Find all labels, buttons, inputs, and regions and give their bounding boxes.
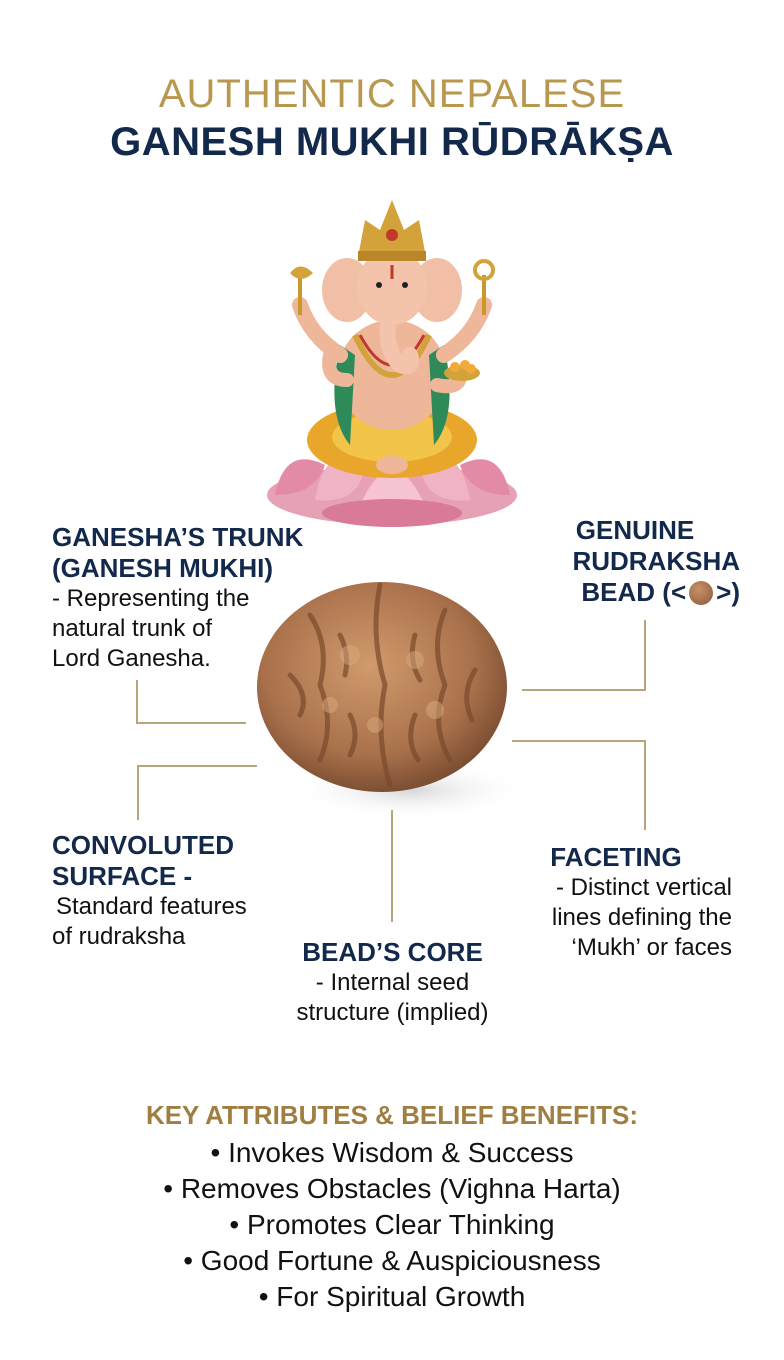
- faceting-label-desc-1: - Distinct vertical: [555, 874, 732, 901]
- benefit-item: • Good Fortune & Auspiciousness: [183, 1245, 601, 1276]
- faceting-label-heading: FACETING: [550, 842, 682, 872]
- core-connector-vertical: [391, 810, 393, 922]
- genuine-label-suffix: >): [716, 577, 740, 607]
- convoluted-label-heading-2: SURFACE -: [52, 861, 193, 891]
- key-attributes-heading: KEY ATTRIBUTES & BELIEF BENEFITS:: [145, 1100, 639, 1130]
- trunk-label: GANESHA’S TRUNK (GANESH MUKHI) - Represe…: [52, 522, 303, 674]
- title-line-2: GANESH MUKHI RŪDRĀKṢA: [110, 120, 674, 164]
- convoluted-connector-horizontal: [137, 765, 257, 767]
- faceting-connector-horizontal: [512, 740, 646, 742]
- genuine-label-heading-1: GENUINE: [575, 515, 695, 545]
- convoluted-connector-vertical: [137, 765, 139, 820]
- trunk-connector-vertical: [136, 680, 138, 723]
- title-line-1: AUTHENTIC NEPALESE: [158, 72, 626, 116]
- core-label-desc-2: structure (implied): [296, 999, 489, 1026]
- genuine-connector-horizontal: [522, 689, 646, 691]
- convoluted-label-heading-1: CONVOLUTED: [52, 830, 234, 860]
- trunk-label-desc-2: natural trunk of: [52, 615, 213, 642]
- trunk-label-desc-3: Lord Ganesha.: [52, 645, 211, 672]
- core-label: BEAD’S CORE - Internal seed structure (i…: [260, 937, 525, 1028]
- faceting-label-desc-2: lines defining the: [551, 904, 732, 931]
- rudraksha-bead-photo: [257, 582, 520, 820]
- faceting-label-desc-3: ‘Mukh’ or faces: [571, 934, 733, 961]
- faceting-label: FACETING - Distinct vertical lines defin…: [500, 842, 732, 963]
- convoluted-label: CONVOLUTED SURFACE - Standard features o…: [52, 830, 247, 952]
- benefit-item: • Removes Obstacles (Vighna Harta): [163, 1173, 621, 1204]
- genuine-label-heading-3: BEAD (< >): [530, 577, 740, 608]
- trunk-label-desc-1: - Representing the: [52, 585, 250, 612]
- benefit-item: • Promotes Clear Thinking: [229, 1209, 555, 1240]
- trunk-label-heading-2: (GANESH MUKHI): [52, 553, 273, 583]
- genuine-label: GENUINE RUDRAKSHA BEAD (< >): [530, 515, 740, 608]
- core-label-heading: BEAD’S CORE: [302, 937, 483, 967]
- core-label-desc-1: - Internal seed: [315, 969, 470, 996]
- convoluted-label-desc-2: of rudraksha: [52, 923, 186, 950]
- genuine-label-prefix: BEAD (<: [581, 577, 687, 607]
- ganesha-illustration: [267, 200, 517, 527]
- genuine-connector-vertical: [644, 620, 646, 690]
- bead-mini-icon: [689, 581, 714, 605]
- trunk-label-heading-1: GANESHA’S TRUNK: [52, 522, 304, 552]
- benefit-item: • Invokes Wisdom & Success: [210, 1137, 574, 1168]
- benefit-item: • For Spiritual Growth: [258, 1281, 526, 1312]
- faceting-connector-vertical: [644, 740, 646, 830]
- convoluted-label-desc-1: Standard features: [56, 893, 247, 920]
- trunk-connector-horizontal: [136, 722, 246, 724]
- genuine-label-heading-2: RUDRAKSHA: [572, 546, 740, 576]
